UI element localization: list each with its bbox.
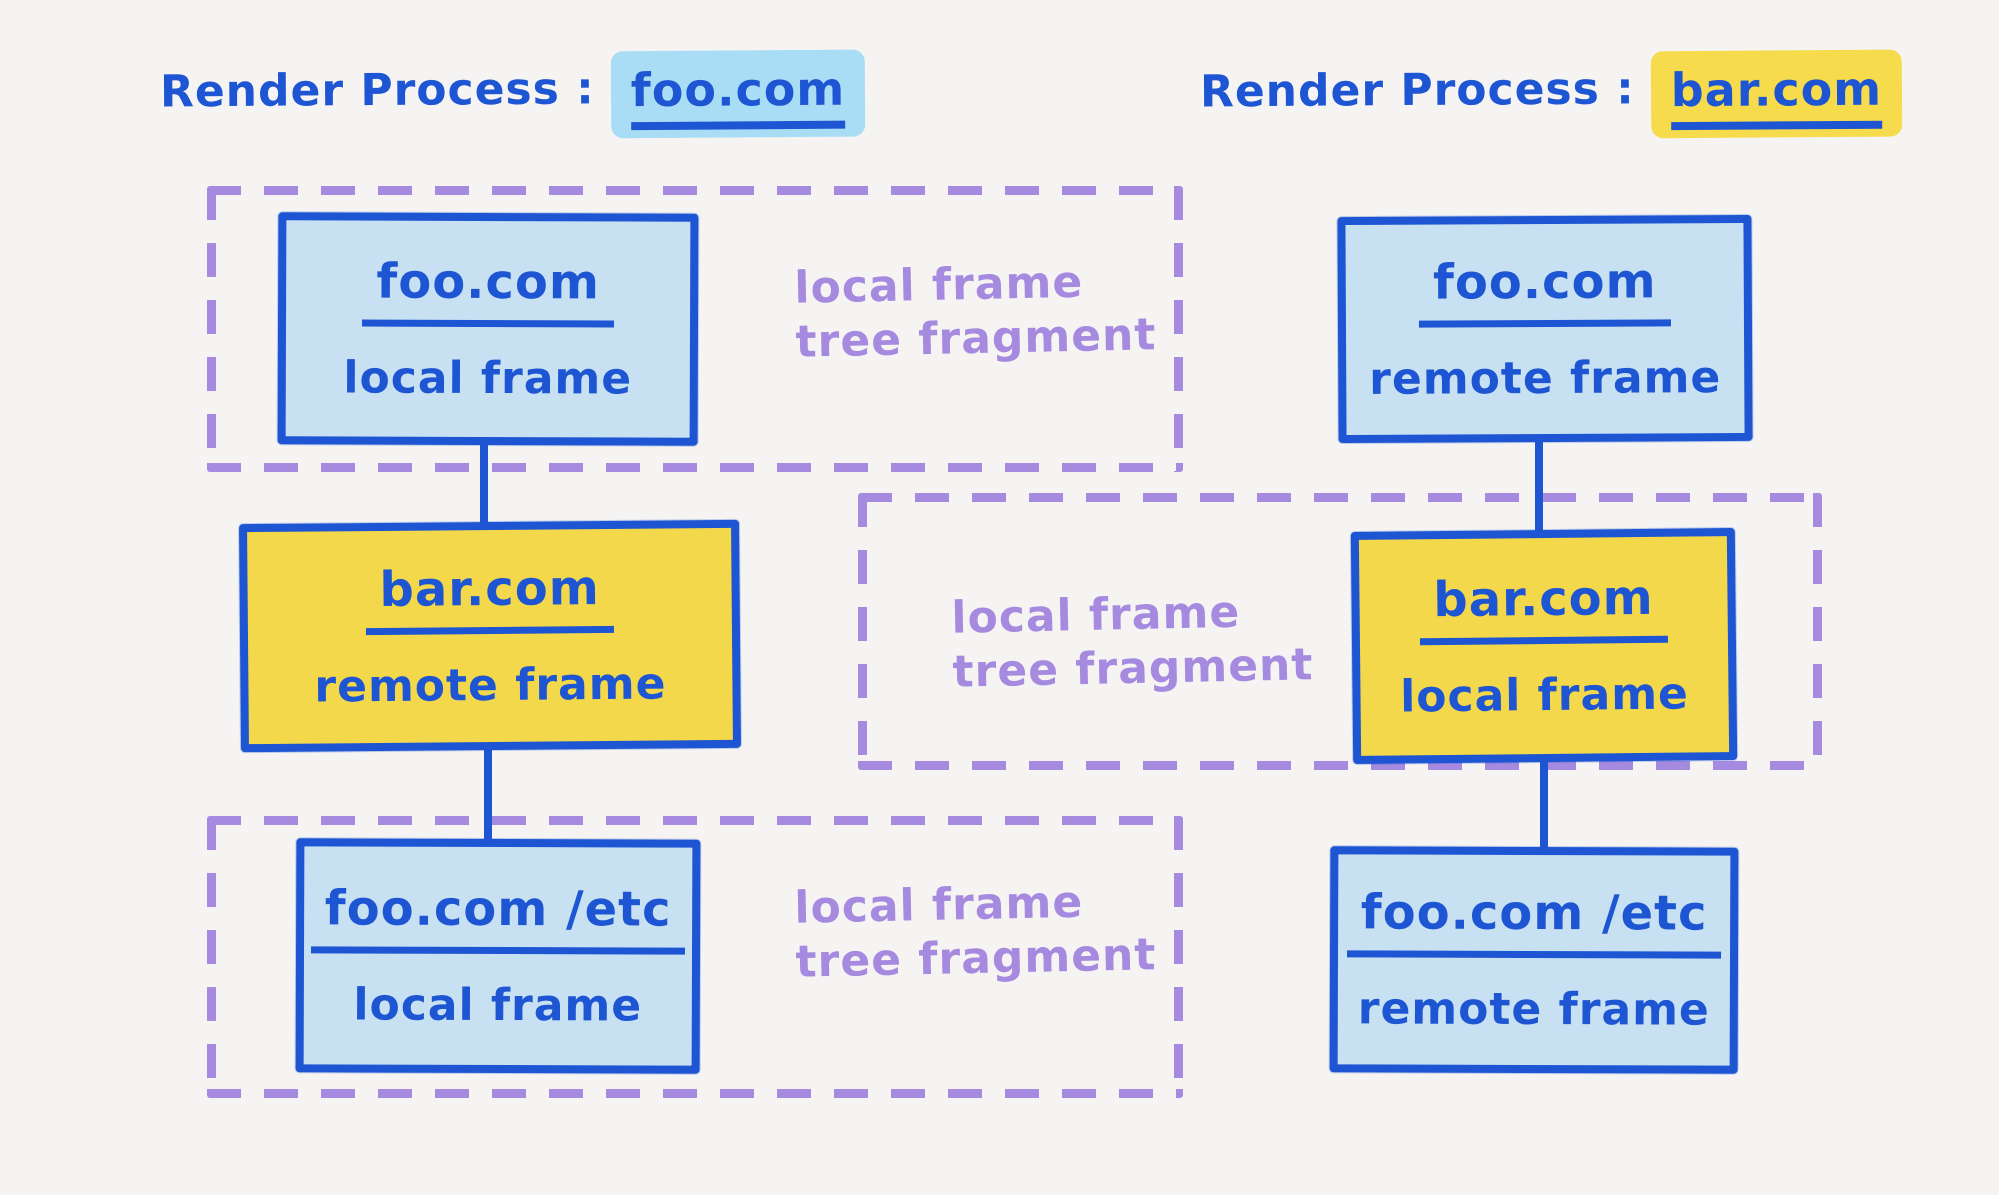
title-prefix: Render Process : [159,63,595,118]
node-domain: foo.com /etc [1346,884,1722,959]
frame-node-right-middle: bar.com local frame [1350,527,1738,765]
frame-node-left-leaf: foo.com /etc local frame [295,838,701,1074]
connector-line [484,744,492,846]
fragment-label-line: tree fragment [795,308,1157,368]
node-domain: foo.com /etc [310,880,686,955]
node-frame-type: remote frame [1357,983,1710,1036]
fragment-label-line: local frame [793,876,1084,934]
render-process-title-right: Render Process : bar.com [1199,49,1903,142]
render-process-title-left: Render Process : foo.com [159,49,866,142]
connector-line [1535,436,1543,538]
node-domain: foo.com [362,253,615,328]
frame-node-right-leaf: foo.com /etc remote frame [1329,846,1739,1074]
node-domain: foo.com [1418,253,1671,328]
node-domain: bar.com [1419,569,1669,646]
fragment-label-line: tree fragment [795,928,1157,988]
frame-node-right-root: foo.com remote frame [1337,214,1753,444]
title-domain: bar.com [1670,61,1883,131]
fragment-label-bottom-left: local frame tree fragment [794,874,1157,989]
node-frame-type: local frame [353,979,643,1032]
fragment-label-line: tree fragment [952,638,1314,698]
fragment-label-middle: local frame tree fragment [951,584,1314,699]
title-domain: foo.com [630,61,846,131]
title-domain-highlight-yellow: bar.com [1650,49,1903,139]
node-frame-type: local frame [1399,668,1690,723]
node-frame-type: remote frame [1369,352,1722,405]
fragment-label-line: local frame [950,586,1241,644]
frame-node-left-root: foo.com local frame [277,212,699,446]
title-domain-highlight-blue: foo.com [610,49,866,139]
title-prefix: Render Process : [1199,63,1635,118]
node-frame-type: remote frame [314,658,667,713]
node-frame-type: local frame [343,352,633,405]
fragment-label-line: local frame [793,256,1084,314]
connector-line [1540,756,1548,854]
fragment-label-top-left: local frame tree fragment [794,254,1157,369]
frame-node-left-middle: bar.com remote frame [239,519,741,753]
node-domain: bar.com [365,559,615,636]
connector-line [480,440,488,532]
